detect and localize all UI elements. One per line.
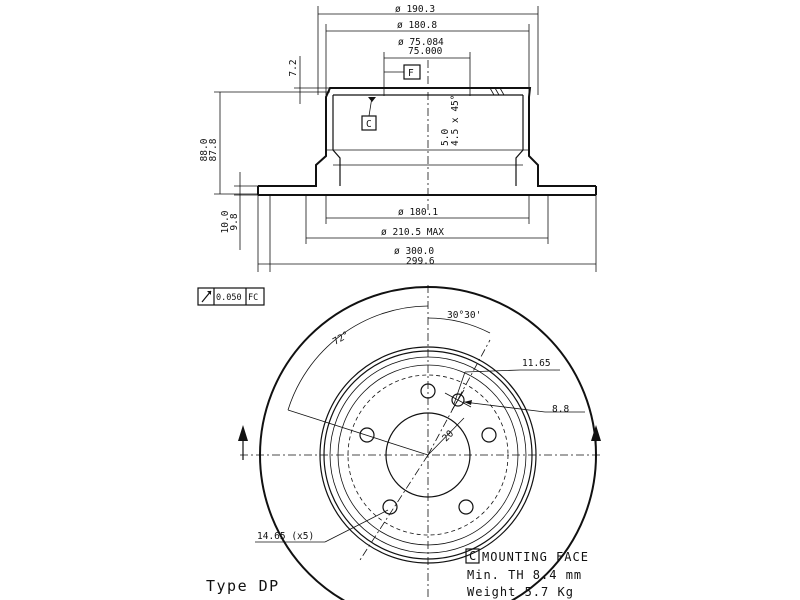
dim-t-9-8: 9.8	[229, 213, 240, 230]
bolt-hole-5	[359, 427, 375, 443]
dim-d-190-3: ø 190.3	[395, 4, 435, 15]
dim-8-8: 8.8	[552, 404, 569, 415]
type-label: Type DP	[206, 577, 280, 595]
dim-d-299-6: 299.6	[406, 256, 435, 267]
dim-d-75-000: 75.000	[408, 46, 443, 57]
dim-h-87-8: 87.8	[208, 138, 219, 161]
runout-frame: 0.050 FC	[197, 287, 265, 306]
notes-block: C MOUNTING FACE Min. TH 8.4 mm Weight 5.…	[465, 548, 589, 599]
dim-11-65: 11.65	[522, 358, 551, 369]
dim-h-88-0: 88.0	[199, 138, 210, 161]
mounting-face-note: MOUNTING FACE	[482, 550, 589, 564]
dim-d-75-084: ø 75.084	[398, 37, 444, 48]
angle-30-30: 30°30'	[447, 310, 481, 321]
runout-datum: FC	[248, 293, 258, 303]
dim-t-10-0: 10.0	[220, 210, 231, 233]
dim-d-180-8: ø 180.8	[397, 20, 437, 31]
mount-ref-label: C	[469, 549, 477, 563]
angle-72: 72°	[331, 329, 351, 347]
bolt-hole-2	[481, 427, 497, 443]
dim-h-7-2: 7.2	[288, 59, 299, 76]
dim-d-300-0: ø 300.0	[394, 246, 434, 257]
dim-d-180-1: ø 180.1	[398, 207, 438, 218]
dim-d-210-5: ø 210.5 MAX	[381, 227, 444, 238]
section-view: ø 190.3 ø 180.8 ø 75.084 75.000 7.2 F C	[199, 4, 597, 272]
datum-c-label: C	[366, 119, 372, 130]
locating-hole	[451, 393, 465, 407]
dim-chamfer-4-5: 4.5 x 45°	[450, 95, 461, 146]
runout-value: 0.050	[216, 293, 242, 303]
datum-f-label: F	[408, 68, 414, 79]
min-thickness-note: Min. TH 8.4 mm	[467, 568, 582, 582]
dim-holes: 14.65 (x5)	[257, 531, 314, 542]
dim-chamfer-5-0: 5.0	[440, 129, 451, 146]
dim-r-20: 20	[440, 428, 456, 444]
mount-ref-box	[465, 548, 480, 564]
bolt-hole-3	[458, 499, 474, 515]
weight-note: Weight 5.7 Kg	[467, 585, 574, 599]
